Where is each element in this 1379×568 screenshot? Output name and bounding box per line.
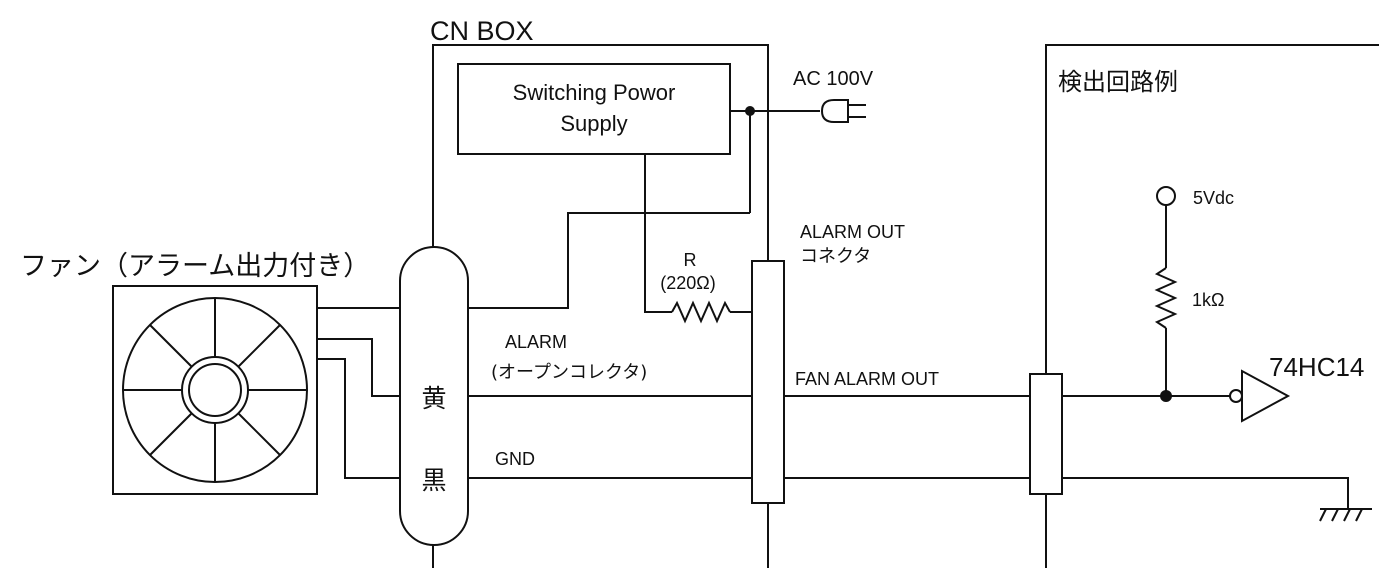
alarm-signal-label: ALARM xyxy=(505,332,567,352)
ic-label: 74HC14 xyxy=(1269,352,1364,382)
fan-title: ファン（アラーム出力付き） xyxy=(20,251,370,282)
pullup-label: 1kΩ xyxy=(1192,290,1224,310)
fan-power-wire xyxy=(468,212,750,309)
alarm-out-connector: ALARM OUT コネクタ xyxy=(751,222,905,504)
detect-connector-block xyxy=(1029,373,1063,495)
resistor-value: (220Ω) xyxy=(660,273,715,293)
power-supply-label-line1: Switching Powor xyxy=(513,80,676,105)
ac-input-label: AC 100V xyxy=(793,68,874,90)
ground-wire xyxy=(1062,477,1349,509)
alarm-out-connector-label: ALARM OUT xyxy=(800,222,905,242)
detect-circuit-title: 検出回路例 xyxy=(1058,68,1178,96)
cn-box-wiring: R (220Ω) ALARM (オープンコレクタ) GND xyxy=(468,154,752,479)
harness-connector: 黄 黒 xyxy=(399,246,469,546)
pullup-resistor-icon xyxy=(1154,267,1178,329)
cn-box-title: CN BOX xyxy=(430,16,534,46)
output-wiring: FAN ALARM OUT xyxy=(784,369,1030,479)
signal-junction-dot xyxy=(1160,390,1172,402)
harness-black-label: 黒 xyxy=(421,466,446,495)
fan-hub-inner xyxy=(188,363,242,417)
fan-blades-icon xyxy=(123,298,307,482)
supply-terminal-icon xyxy=(1156,186,1176,206)
alarm-type-label: (オープンコレクタ) xyxy=(491,362,647,383)
inverter-bubble-icon xyxy=(1229,389,1243,403)
supply-label: 5Vdc xyxy=(1193,188,1234,208)
detect-circuit-outline xyxy=(1045,44,1379,374)
fan-leads xyxy=(317,307,400,479)
harness-yellow-label: 黄 xyxy=(421,384,446,413)
power-supply-label-line2: Supply xyxy=(560,111,627,136)
detect-circuit: 検出回路例 5Vdc 1kΩ 74HC14 xyxy=(1029,44,1379,568)
fan-alarm-out-label: FAN ALARM OUT xyxy=(795,369,939,389)
fan: ファン（アラーム出力付き） xyxy=(20,251,370,495)
ac-input: AC 100V xyxy=(730,68,874,213)
resistor-icon xyxy=(671,300,731,324)
alarm-out-connector-block xyxy=(751,260,785,504)
resistor-name: R xyxy=(684,250,697,270)
power-supply: Switching Powor Supply xyxy=(457,63,731,155)
power-supply-box xyxy=(457,63,731,155)
inverter-icon xyxy=(1241,369,1291,423)
gnd-label: GND xyxy=(495,449,535,469)
alarm-out-connector-sublabel: コネクタ xyxy=(800,246,871,267)
plug-icon xyxy=(820,99,849,123)
psu-to-resistor-wire xyxy=(644,154,672,313)
